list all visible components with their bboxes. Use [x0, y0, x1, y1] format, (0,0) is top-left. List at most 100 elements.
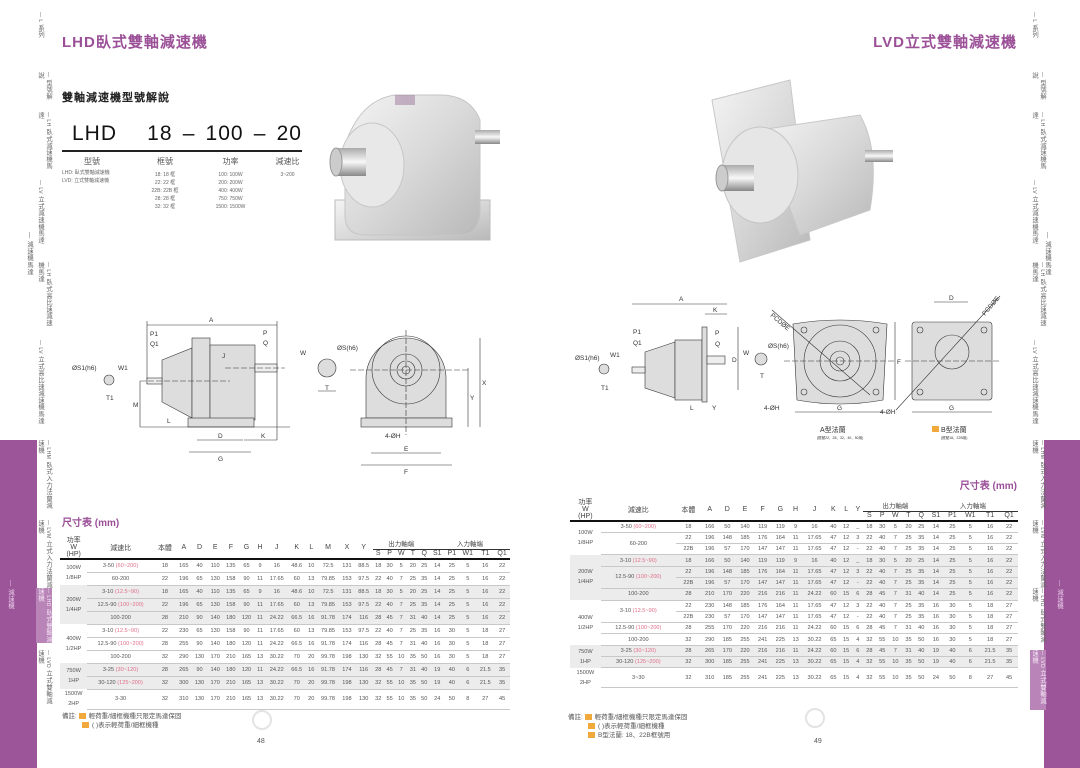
dimension-cell: 11 — [254, 572, 266, 586]
side-tab-lh[interactable]: — LH 臥式高比速減速機馬達 — [36, 262, 52, 332]
dimension-cell: 25 — [944, 543, 961, 556]
dimension-cell: 16 — [980, 532, 1001, 545]
side-tab-lv[interactable]: — LV 立式高比速減速機馬達 — [1030, 340, 1038, 430]
power-value: 100W — [578, 530, 593, 537]
dimension-cell: 16 — [429, 637, 445, 651]
side-tab-lv[interactable]: — LV 立式減速機馬達 — [1030, 180, 1038, 250]
notes: 備註: 輕荷重/細框機種只限定馬達保固 ( )表示輕荷重/細框機種 B型法蘭: … — [568, 713, 687, 740]
ratio-value: 100-200 — [628, 591, 649, 598]
dimension-cell: 28 — [675, 588, 701, 601]
side-tab-lvm[interactable]: — LVM 立式入力法蘭減速機 — [1030, 520, 1046, 590]
ratio-light-value: (12.5~90) — [632, 608, 657, 615]
column-header-body: 本體 — [675, 499, 701, 522]
dimension-cell: 40 — [191, 585, 208, 599]
dimension-cell: 10 — [888, 667, 903, 689]
side-tab-lhd[interactable]: — LHD 臥式雙軸減速機 — [1030, 588, 1046, 643]
side-tab-model-guide[interactable]: — 型號解說 — [36, 72, 52, 102]
dimension-cell: 174 — [339, 663, 355, 677]
dimension-cell: 30 — [875, 554, 889, 567]
ratio-value: 3-50 — [102, 562, 115, 569]
dimension-cell: 55 — [875, 667, 889, 689]
power-value: 2HP — [579, 679, 591, 686]
dimension-cell: 19 — [927, 656, 945, 669]
side-tab-l[interactable]: — L 系列 — [36, 12, 44, 52]
dimension-cell: 11 — [789, 622, 802, 635]
dimension-cell: 14 — [927, 543, 945, 556]
dimension-cell: 230 — [700, 600, 719, 612]
dimension-cell: 5 — [960, 622, 981, 635]
side-tab-lh[interactable]: — LH 臥式減速機馬達 — [36, 112, 52, 172]
dimension-cell: 15 — [839, 588, 853, 601]
side-tab-lvd[interactable]: — LVD 立式雙軸減速機 — [1030, 650, 1046, 710]
side-tab-code: — LHD — [45, 588, 51, 609]
dimension-cell: 24.22 — [802, 622, 827, 635]
side-tab-lv[interactable]: — LV 立式減速機馬達 — [36, 180, 44, 250]
side-tab-lh[interactable]: — LH 臥式減速機馬達 — [1030, 112, 1046, 172]
ratio-value: 3~30 — [632, 674, 645, 681]
dimension-cell: 22 — [862, 577, 876, 590]
dimension-cell: 28 — [675, 622, 701, 635]
side-tab-code: — LVD — [1039, 650, 1045, 671]
power-value: 200W — [66, 596, 81, 603]
legend-item: 3~200 — [280, 172, 295, 178]
dimension-cell: 14 — [429, 611, 445, 625]
header-line: (HP) — [578, 513, 593, 520]
dimension-cell: 79.85 — [316, 598, 340, 612]
dimension-cell: 164 — [771, 566, 790, 578]
dimension-cell: 147 — [771, 543, 790, 556]
ratio-light-value: (100~200) — [118, 601, 144, 608]
side-tab-model-guide[interactable]: — 型號解說 — [1030, 72, 1046, 102]
page-title: LHD臥式雙軸減速機 — [62, 34, 208, 51]
section-heading: 雙軸減速機型號解說 — [62, 92, 170, 104]
dimension-cell: 14 — [429, 572, 445, 586]
dimension-cell: 25 — [914, 554, 928, 567]
side-tab-lvm[interactable]: — LVM 立式入力法蘭減速機 — [36, 520, 52, 590]
dimension-cell: 13 — [254, 676, 266, 690]
side-section-motor: — 減速機馬達 — [26, 232, 33, 276]
side-tab-code: — LHD — [1039, 588, 1045, 609]
ratio-light-value: (30~120) — [633, 647, 656, 654]
dimension-cell: 16 — [980, 521, 1001, 533]
dimension-cell: 225 — [771, 656, 790, 669]
dimension-cell: 158 — [223, 624, 239, 638]
side-tab-label: 臥式減速機馬達 — [37, 112, 52, 170]
dimension-cell: 20 — [407, 585, 419, 599]
column-group-output: 出力軸端 — [372, 537, 430, 550]
side-tab-l[interactable]: — L 系列 — [1030, 12, 1038, 52]
side-tab-lhm[interactable]: — LHM 臥式入力法蘭減速機 — [36, 440, 52, 510]
side-tab-lh[interactable]: — LH 臥式高比速減速機馬達 — [1030, 262, 1046, 332]
model-underline — [62, 150, 302, 152]
dimension-cell: 165 — [175, 559, 192, 573]
ratio-value: 30-120 — [98, 679, 116, 686]
column-header: P1 — [944, 511, 961, 522]
legend-item: 32: 32 框 — [154, 204, 176, 210]
side-tab-code: — L — [1031, 12, 1037, 25]
ratio-value: 3-10 — [102, 627, 114, 634]
dimension-cell: 5 — [960, 600, 981, 612]
dimension-cell: 170 — [736, 543, 754, 556]
power-value: 1/8HP — [65, 574, 82, 581]
dimension-cell: 27 — [1000, 633, 1018, 646]
column-header: X — [339, 537, 355, 560]
dimension-cell: 16 — [927, 600, 945, 612]
legend-item: LHD: 臥式雙軸減速機 — [62, 170, 110, 176]
side-tab-lvd[interactable]: — LVD 立式雙軸減速機 — [36, 650, 52, 710]
side-tab-lv[interactable]: — LV 立式高比速減速機馬達 — [36, 340, 44, 430]
dimension-cell: 255 — [736, 633, 754, 646]
dimension-cell: 170 — [736, 611, 754, 624]
dimension-cell: 97.5 — [354, 598, 373, 612]
dimension-cell: 17.65 — [802, 566, 827, 578]
model-code: LHD 18 – 100 – 20 — [72, 122, 302, 146]
dimension-cell: 5 — [459, 624, 477, 638]
side-tab-lhd[interactable]: — LHD 臥式雙軸減速機 — [36, 588, 52, 643]
dimension-cell: 35 — [914, 532, 928, 545]
column-header: F — [223, 537, 239, 560]
dimension-cell: 13 — [305, 624, 317, 638]
dimension-cell: 14 — [927, 521, 945, 533]
side-tab-lhm[interactable]: — LHM 臥式入力法蘭減速機 — [1030, 440, 1046, 510]
dimension-cell: 130 — [191, 689, 208, 710]
